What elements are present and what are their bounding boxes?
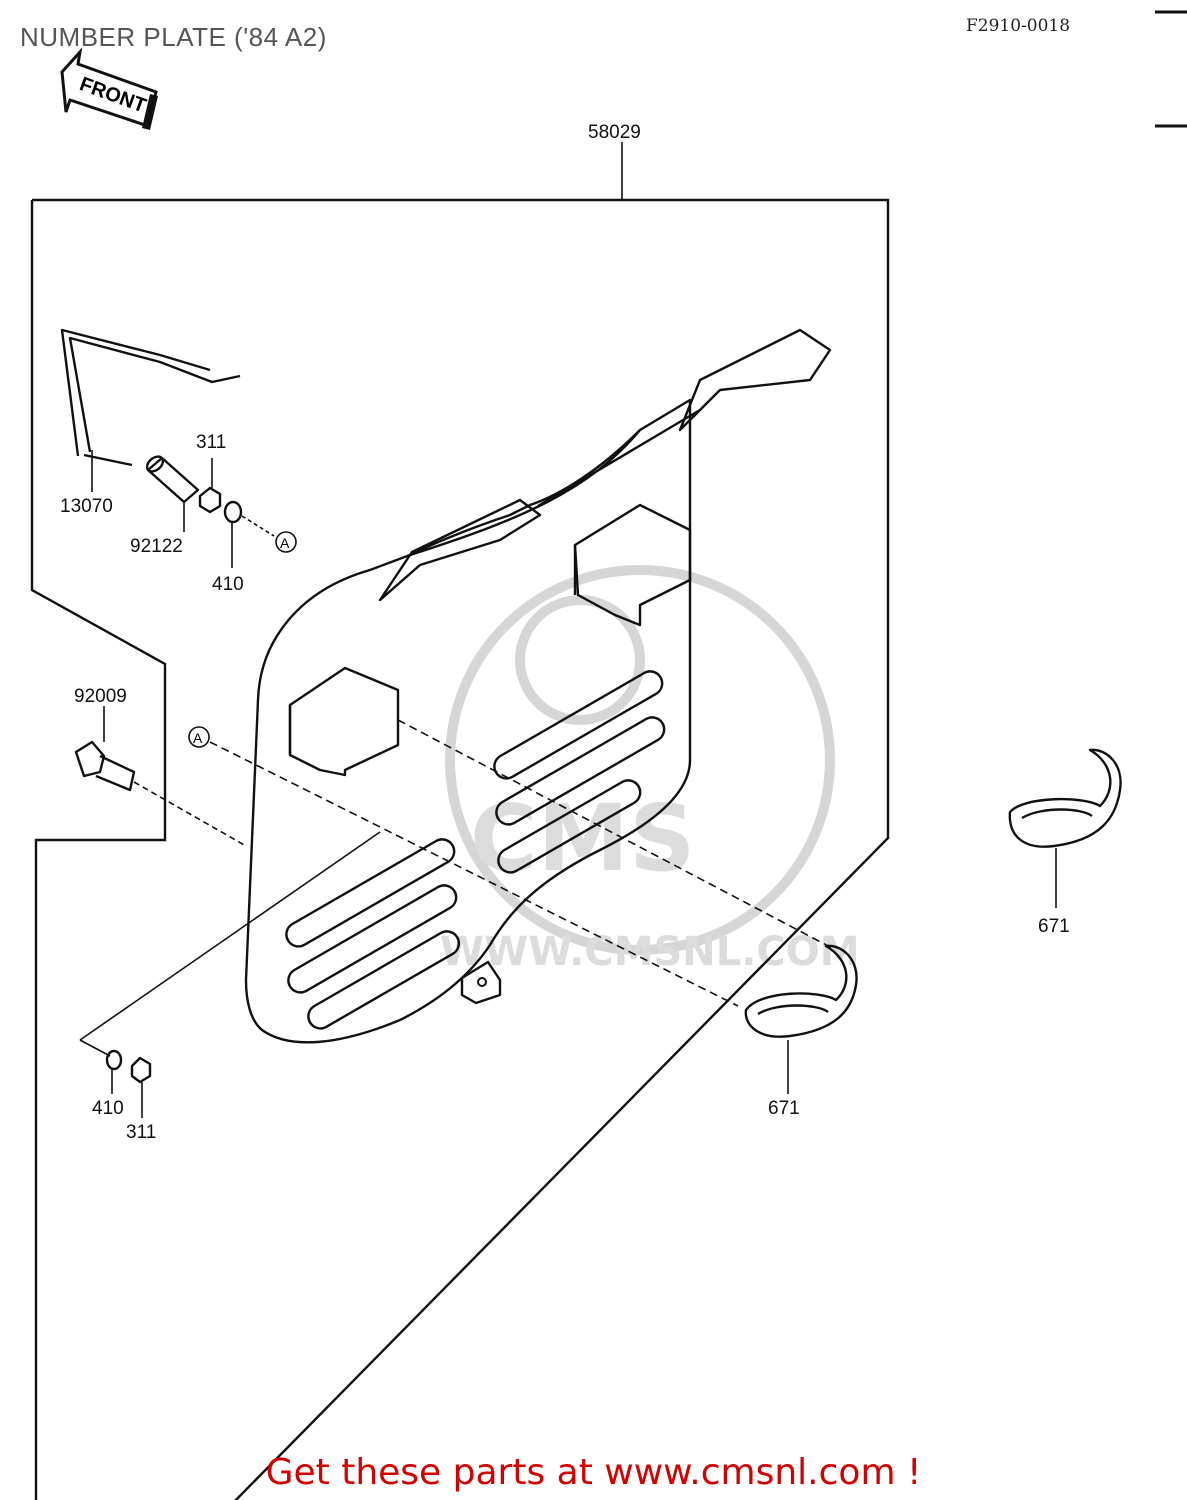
- label-410-upper: 410: [212, 574, 244, 595]
- leader-ref-a-upper: [241, 515, 275, 537]
- bolt-axis: [133, 781, 247, 847]
- ref-a-lower: [188, 726, 210, 748]
- label-311-upper: 311: [196, 432, 226, 453]
- label-671-loose: 671: [1038, 916, 1070, 937]
- assembly-outline: [30, 198, 890, 1500]
- lower-washer: [105, 1049, 123, 1071]
- lower-axis: [79, 831, 381, 1041]
- band-axis: [397, 719, 833, 949]
- bolt: [74, 740, 136, 792]
- footer-link[interactable]: Get these parts at www.cmsnl.com !: [265, 1452, 922, 1493]
- watermark-url: WWW.CMSNL.COM: [440, 929, 860, 975]
- front-arrow-icon: FRONT: [60, 47, 158, 130]
- label-13070: 13070: [60, 496, 113, 517]
- lower-axis-tail: [79, 1039, 111, 1057]
- cms-watermark: CMS WWW.CMSNL.COM: [440, 565, 860, 975]
- label-410-lower: 410: [92, 1098, 124, 1119]
- label-92122: 92122: [130, 536, 183, 557]
- ref-a-axis: [209, 741, 739, 1007]
- upper-washer: [223, 500, 243, 524]
- ref-a-upper-label: A: [280, 535, 290, 551]
- lower-nut: [130, 1056, 152, 1084]
- label-58029: 58029: [588, 122, 641, 143]
- label-92009: 92009: [74, 686, 127, 707]
- plate-slots: [285, 670, 666, 1030]
- band-mounted: [744, 944, 858, 1038]
- band-loose: [1008, 748, 1122, 848]
- watermark-brand: CMS: [470, 785, 695, 892]
- number-plate: [244, 328, 832, 1044]
- label-311-lower: 311: [126, 1122, 156, 1143]
- ref-a-lower-label: A: [193, 730, 203, 746]
- collar: [145, 455, 200, 504]
- upper-nut: [198, 486, 222, 514]
- diagram-code: F2910-0018: [966, 16, 1071, 36]
- label-671-mounted: 671: [768, 1098, 800, 1119]
- diagram-title: NUMBER PLATE ('84 A2): [20, 22, 327, 52]
- ref-a-upper: [275, 531, 297, 553]
